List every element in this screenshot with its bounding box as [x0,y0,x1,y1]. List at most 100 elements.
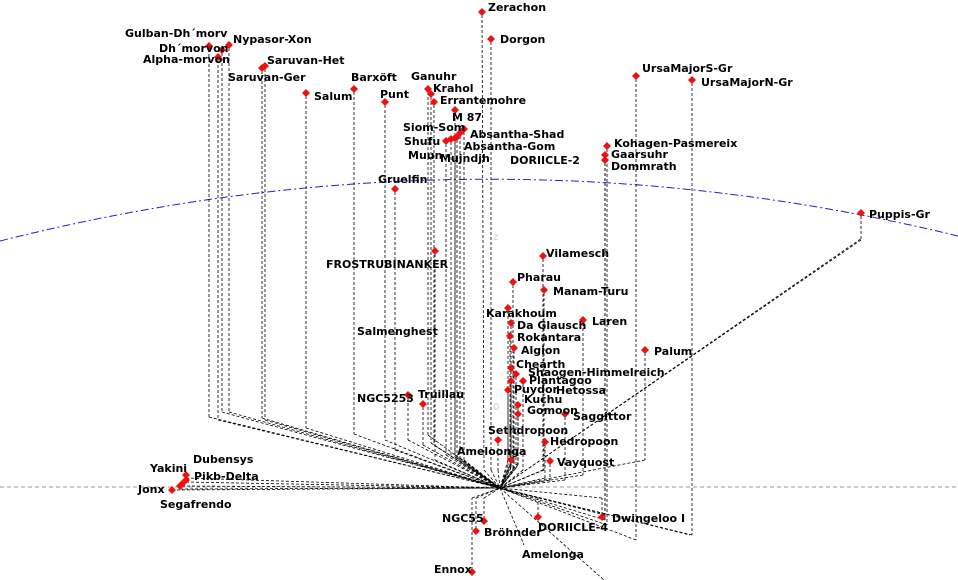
star-marker-punt[interactable] [381,98,389,106]
star-marker-yakini[interactable] [182,471,190,479]
star-label-hedropoon[interactable]: Hedropoon [550,435,618,448]
star-label-manam-turu[interactable]: Manam-Turu [553,285,628,298]
star-label-chearth[interactable]: Chearth [516,358,565,371]
star-marker-gomoon[interactable] [514,410,522,418]
star-label-kohagen-pasmereix[interactable]: Kohagen-Pasmereix [614,137,737,150]
star-marker-hedropoon[interactable] [541,438,549,446]
star-marker-mujndjh[interactable] [453,133,461,141]
star-label-puppis-gr[interactable]: Puppis-Gr [869,208,931,221]
star-marker-ursamajors-gr[interactable] [632,72,640,80]
star-label-dh-morvon[interactable]: Dh´morvon [159,42,228,55]
star-label-saruvan-ger[interactable]: Saruvan-Ger [228,71,306,84]
star-marker-errantemohre[interactable] [430,98,438,106]
star-marker-kohagen-pasmereix[interactable] [603,142,611,150]
star-marker-algion[interactable] [510,344,518,352]
star-marker-laren[interactable] [579,316,587,324]
star-label-saruvan-het[interactable]: Saruvan-Het [267,54,345,67]
star-marker-rokantara[interactable] [506,332,514,340]
star-label-gomoon[interactable]: Gomoon [527,404,578,417]
star-label-puydor[interactable]: Puydor [514,383,558,396]
star-label-amelonga[interactable]: Amelonga [522,548,584,561]
star-label-vayquost[interactable]: Vayquost [557,456,614,469]
star-label-karakhoum[interactable]: Karakhoum [486,307,557,320]
star-marker-hetossa[interactable] [519,377,527,385]
star-label-dorgon[interactable]: Dorgon [500,33,545,46]
star-label-ennox[interactable]: Ennox [434,563,472,576]
star-marker-salum[interactable] [302,89,310,97]
star-label-nypasor-xon[interactable]: Nypasor-Xon [233,33,312,46]
star-marker-jonx[interactable] [168,486,176,494]
star-marker-plantagoo[interactable] [507,377,515,385]
star-label-ameloonga[interactable]: Ameloonga [457,445,526,458]
star-label-mujndjh[interactable]: Mujndjh [440,152,490,165]
star-label-plantagoo[interactable]: Plantagoo [529,374,592,387]
star-label-vilamesch[interactable]: Vilamesch [546,247,609,260]
star-label-ursamajorn-gr[interactable]: UrsaMajorN-Gr [701,76,793,89]
star-marker-dommrath[interactable] [601,156,609,164]
star-marker-dwingeloo-i[interactable] [598,513,606,521]
star-label-gulban-dh-morv[interactable]: Gulban-Dh´morv [125,27,228,40]
star-label-dwingeloo-i[interactable]: Dwingeloo I [612,512,685,525]
star-marker-shaogen-himmelreich[interactable] [512,370,520,378]
star-marker-segafrendo[interactable] [176,482,184,490]
star-label-da-glausch[interactable]: Da Glausch [517,319,586,332]
star-label-absantha-shad[interactable]: Absantha-Shad [470,128,564,141]
star-label-ganuhr[interactable]: Ganuhr [411,70,457,83]
star-marker-palum[interactable] [641,346,649,354]
star-marker-gaarsuhr[interactable] [601,151,609,159]
star-label-ngc5253[interactable]: NGC5253 [357,392,414,405]
star-marker-ngc5253[interactable] [404,391,412,399]
star-label-gaarsuhr[interactable]: Gaarsuhr [611,148,669,161]
star-marker-puppis-gr[interactable] [857,209,865,217]
star-marker-ursamajorn-gr[interactable] [688,76,696,84]
star-marker-truillau[interactable] [419,400,427,408]
star-label-salmenghest[interactable]: Salmenghest [357,325,438,338]
star-label-alpha-morvon[interactable]: Alpha-morvon [143,53,230,66]
star-label-punt[interactable]: Punt [380,88,409,101]
star-label-doriicle-4[interactable]: DORIICLE-4 [538,521,608,534]
star-label-siom-som[interactable]: Siom-Som [403,121,465,134]
star-label-segafrendo[interactable]: Segafrendo [160,498,232,511]
star-label-rokantara[interactable]: Rokantara [517,331,581,344]
star-marker-ngc55[interactable] [480,517,488,525]
star-marker-gruelfin[interactable] [391,185,399,193]
star-label-muun[interactable]: Muun [408,149,442,162]
star-label-palum[interactable]: Palum [654,345,692,358]
star-marker-alpha-morvon[interactable] [214,53,222,61]
star-marker-zerachon[interactable] [478,8,486,16]
star-marker-sethdropoon[interactable] [494,436,502,444]
star-marker-vayquost[interactable] [546,457,554,465]
star-marker-dh-morvon[interactable] [218,46,226,54]
star-label-zerachon[interactable]: Zerachon [488,1,546,14]
star-label-br-hnder[interactable]: Bröhnder [484,526,542,539]
star-marker-chearth[interactable] [507,364,515,372]
star-label-pharau[interactable]: Pharau [517,271,561,284]
star-marker-frostrubinanker[interactable] [431,247,439,255]
star-label-shufu[interactable]: Shufu [404,135,440,148]
star-label-krahol[interactable]: Krahol [433,82,474,95]
star-label-barx-ft[interactable]: Barxöft [351,71,397,84]
star-marker-saggittor[interactable] [561,410,569,418]
star-marker-barx-ft[interactable] [350,85,358,93]
star-marker-ennox[interactable] [468,568,476,576]
star-marker-kuchu[interactable] [514,401,522,409]
star-label-kuchu[interactable]: Kuchu [524,393,562,406]
star-marker-br-hnder[interactable] [472,527,480,535]
star-marker-pharau[interactable] [509,278,517,286]
star-label-jonx[interactable]: Jonx [137,483,165,496]
star-label-hetossa[interactable]: Hetossa [556,384,606,397]
star-label-algion[interactable]: Algion [521,344,560,357]
star-label-yakini[interactable]: Yakini [149,462,187,475]
star-label-ursamajors-gr[interactable]: UrsaMajorS-Gr [642,62,733,75]
star-label-pikb-delta[interactable]: Pikb-Delta [194,470,259,483]
star-marker-manam-turu[interactable] [540,286,548,294]
star-label-ngc55[interactable]: NGC55 [442,512,484,525]
star-marker-ameloonga[interactable] [507,456,515,464]
star-marker-nypasor-xon[interactable] [225,41,233,49]
star-label-saggittor[interactable]: Saggittor [573,410,632,423]
star-marker-vilamesch[interactable] [539,252,547,260]
star-label-laren[interactable]: Laren [592,315,627,328]
star-label-sethdropoon[interactable]: Sethdropoon [488,424,568,437]
star-label-absantha-gom[interactable]: Absantha-Gom [464,140,555,153]
